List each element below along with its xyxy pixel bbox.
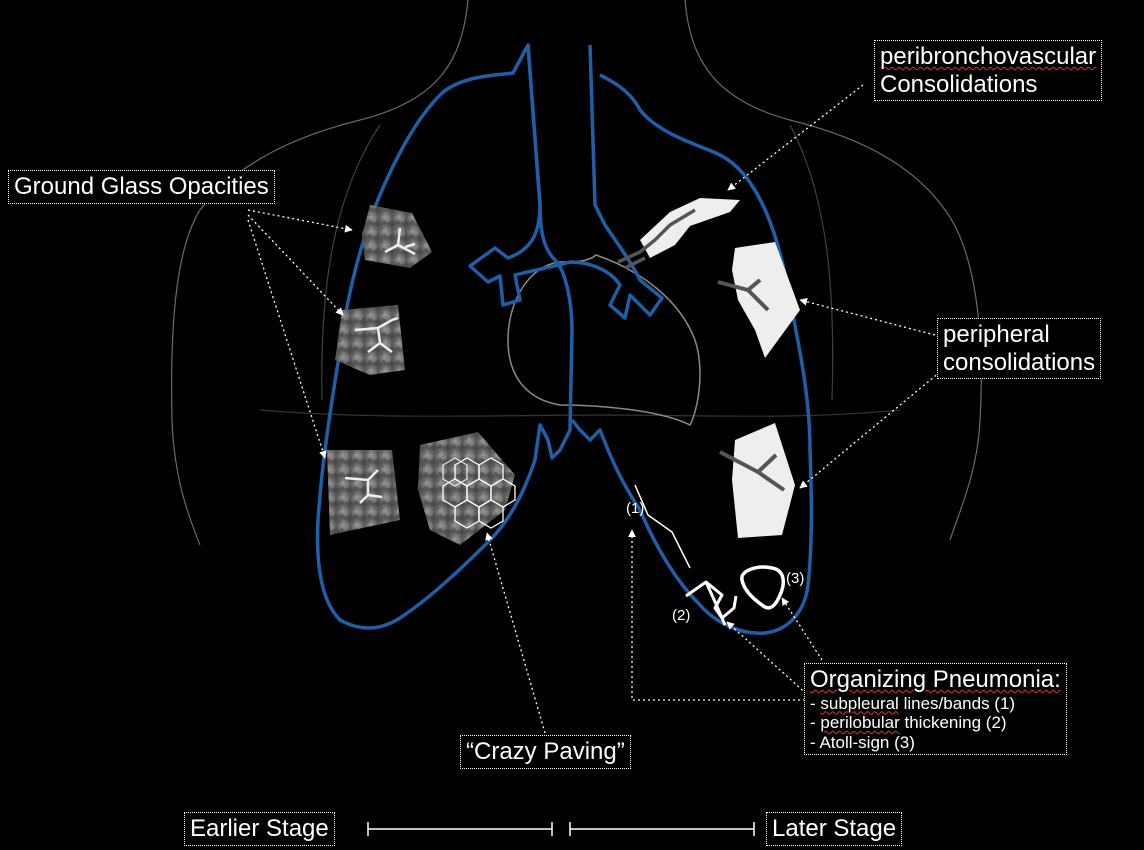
label-later-stage: Later Stage bbox=[766, 812, 902, 846]
label-pbv-line2: Consolidations bbox=[880, 71, 1096, 99]
label-earlier-stage: Earlier Stage bbox=[184, 812, 335, 846]
op-item-2: - perilobular thickening (2) bbox=[810, 713, 1061, 733]
timeline bbox=[368, 822, 754, 836]
ggo-patch-2 bbox=[335, 305, 405, 375]
marker-3: (3) bbox=[786, 570, 804, 587]
left-lung-outline bbox=[572, 75, 811, 633]
peripheral-consolidation-2 bbox=[720, 423, 795, 538]
op-title: Organizing Pneumonia: bbox=[810, 666, 1061, 694]
op-item-1: - subpleural lines/bands (1) bbox=[810, 694, 1061, 714]
label-peribronchovascular-consolidations: peribronchovascular Consolidations bbox=[874, 40, 1102, 101]
perilobular-thickening bbox=[686, 582, 736, 625]
label-ground-glass-opacities: Ground Glass Opacities bbox=[8, 170, 275, 204]
peripheral-consolidation-1 bbox=[718, 242, 800, 358]
heart-outline bbox=[508, 255, 700, 425]
label-pbv-line1: peribronchovascular bbox=[880, 43, 1096, 71]
label-organizing-pneumonia: Organizing Pneumonia: - subpleural lines… bbox=[804, 663, 1067, 755]
body-silhouette bbox=[172, 0, 982, 545]
peribronchovascular-consolidation bbox=[618, 198, 740, 268]
marker-1: (1) bbox=[626, 500, 644, 517]
op-item-3: - Atoll-sign (3) bbox=[810, 733, 1061, 753]
ggo-patch-3 bbox=[327, 450, 400, 535]
ggo-patch-1 bbox=[362, 205, 432, 268]
label-crazy-paving: “Crazy Paving” bbox=[460, 735, 631, 769]
marker-2: (2) bbox=[672, 607, 690, 624]
atoll-sign bbox=[742, 567, 783, 608]
label-peripheral-consolidations: peripheral consolidations bbox=[937, 318, 1101, 379]
label-peri-line1: peripheral bbox=[943, 321, 1095, 349]
label-peri-line2: consolidations bbox=[943, 349, 1095, 377]
